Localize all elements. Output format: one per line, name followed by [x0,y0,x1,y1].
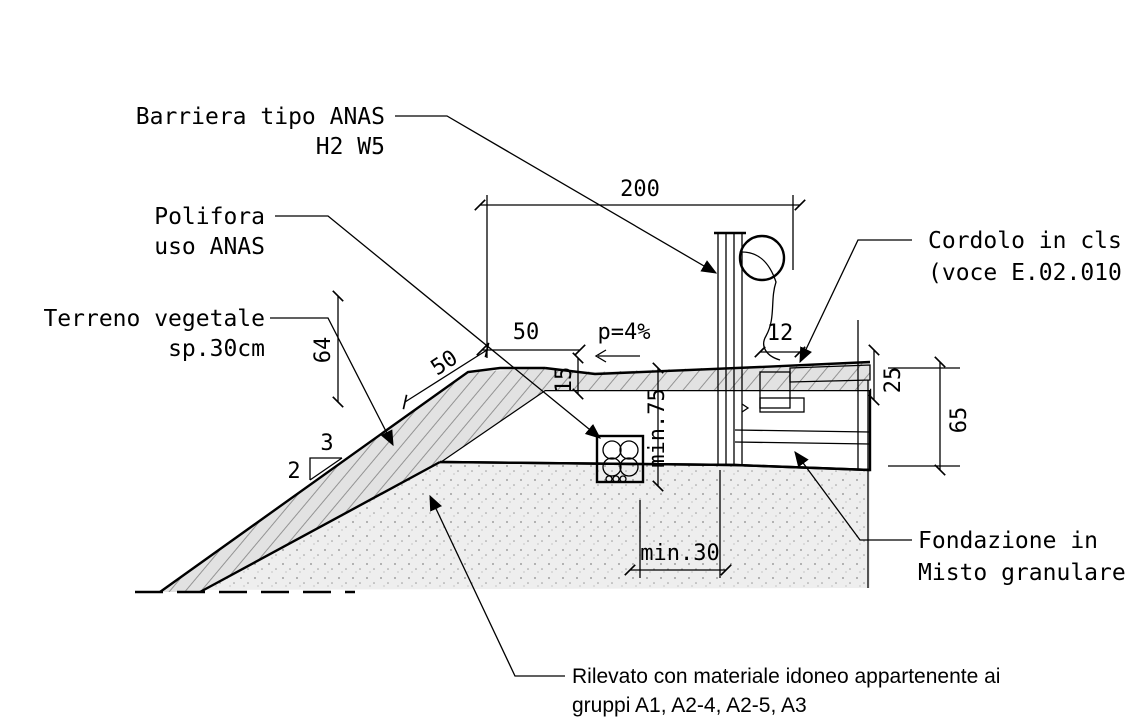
label-rilevato-2: gruppi A1, A2-4, A2-5, A3 [572,694,807,717]
dim-min-offset: min.30 [640,541,719,566]
label-barriera-2: H2 W5 [316,134,385,160]
dim-embankment-h: 64 [311,337,336,364]
dim-pavement: 25 [881,367,906,394]
dim-topsoil: 15 [552,367,577,394]
dim-berm-flat: 50 [513,320,540,345]
embankment-fill [168,462,870,590]
dim-curb: 12 [767,321,794,346]
label-cordolo-2: (voce E.02.010 [928,260,1122,286]
svg-text:2: 2 [287,459,300,484]
label-terreno-2: sp.30cm [168,336,265,362]
dim-min-depth: min.75 [645,388,670,467]
barrier-rail-icon [738,234,786,282]
dim-berm-slope: 50 [427,346,463,381]
label-polifora-2: uso ANAS [154,234,265,260]
topsoil-layer [160,362,870,592]
label-cordolo-1: Cordolo in cls [928,228,1122,254]
dim-200: 200 [620,177,660,202]
slope-ratio-symbol: 3 2 [287,431,343,484]
dim-slope-pct: p=4% [598,320,651,345]
curb-block [759,371,791,409]
dim-foundation: 65 [947,407,972,434]
polifora-duct-icon [595,434,645,484]
label-polifora-1: Polifora [154,204,265,230]
label-fondazione-1: Fondazione in [918,528,1098,554]
label-terreno-1: Terreno vegetale [43,306,265,332]
label-barriera-1: Barriera tipo ANAS [136,104,385,130]
label-rilevato-1: Rilevato con materiale idoneo appartenen… [572,665,1000,688]
barrier-post [714,231,786,466]
label-fondazione-2: Misto granulare [918,560,1126,586]
svg-text:3: 3 [320,431,333,456]
